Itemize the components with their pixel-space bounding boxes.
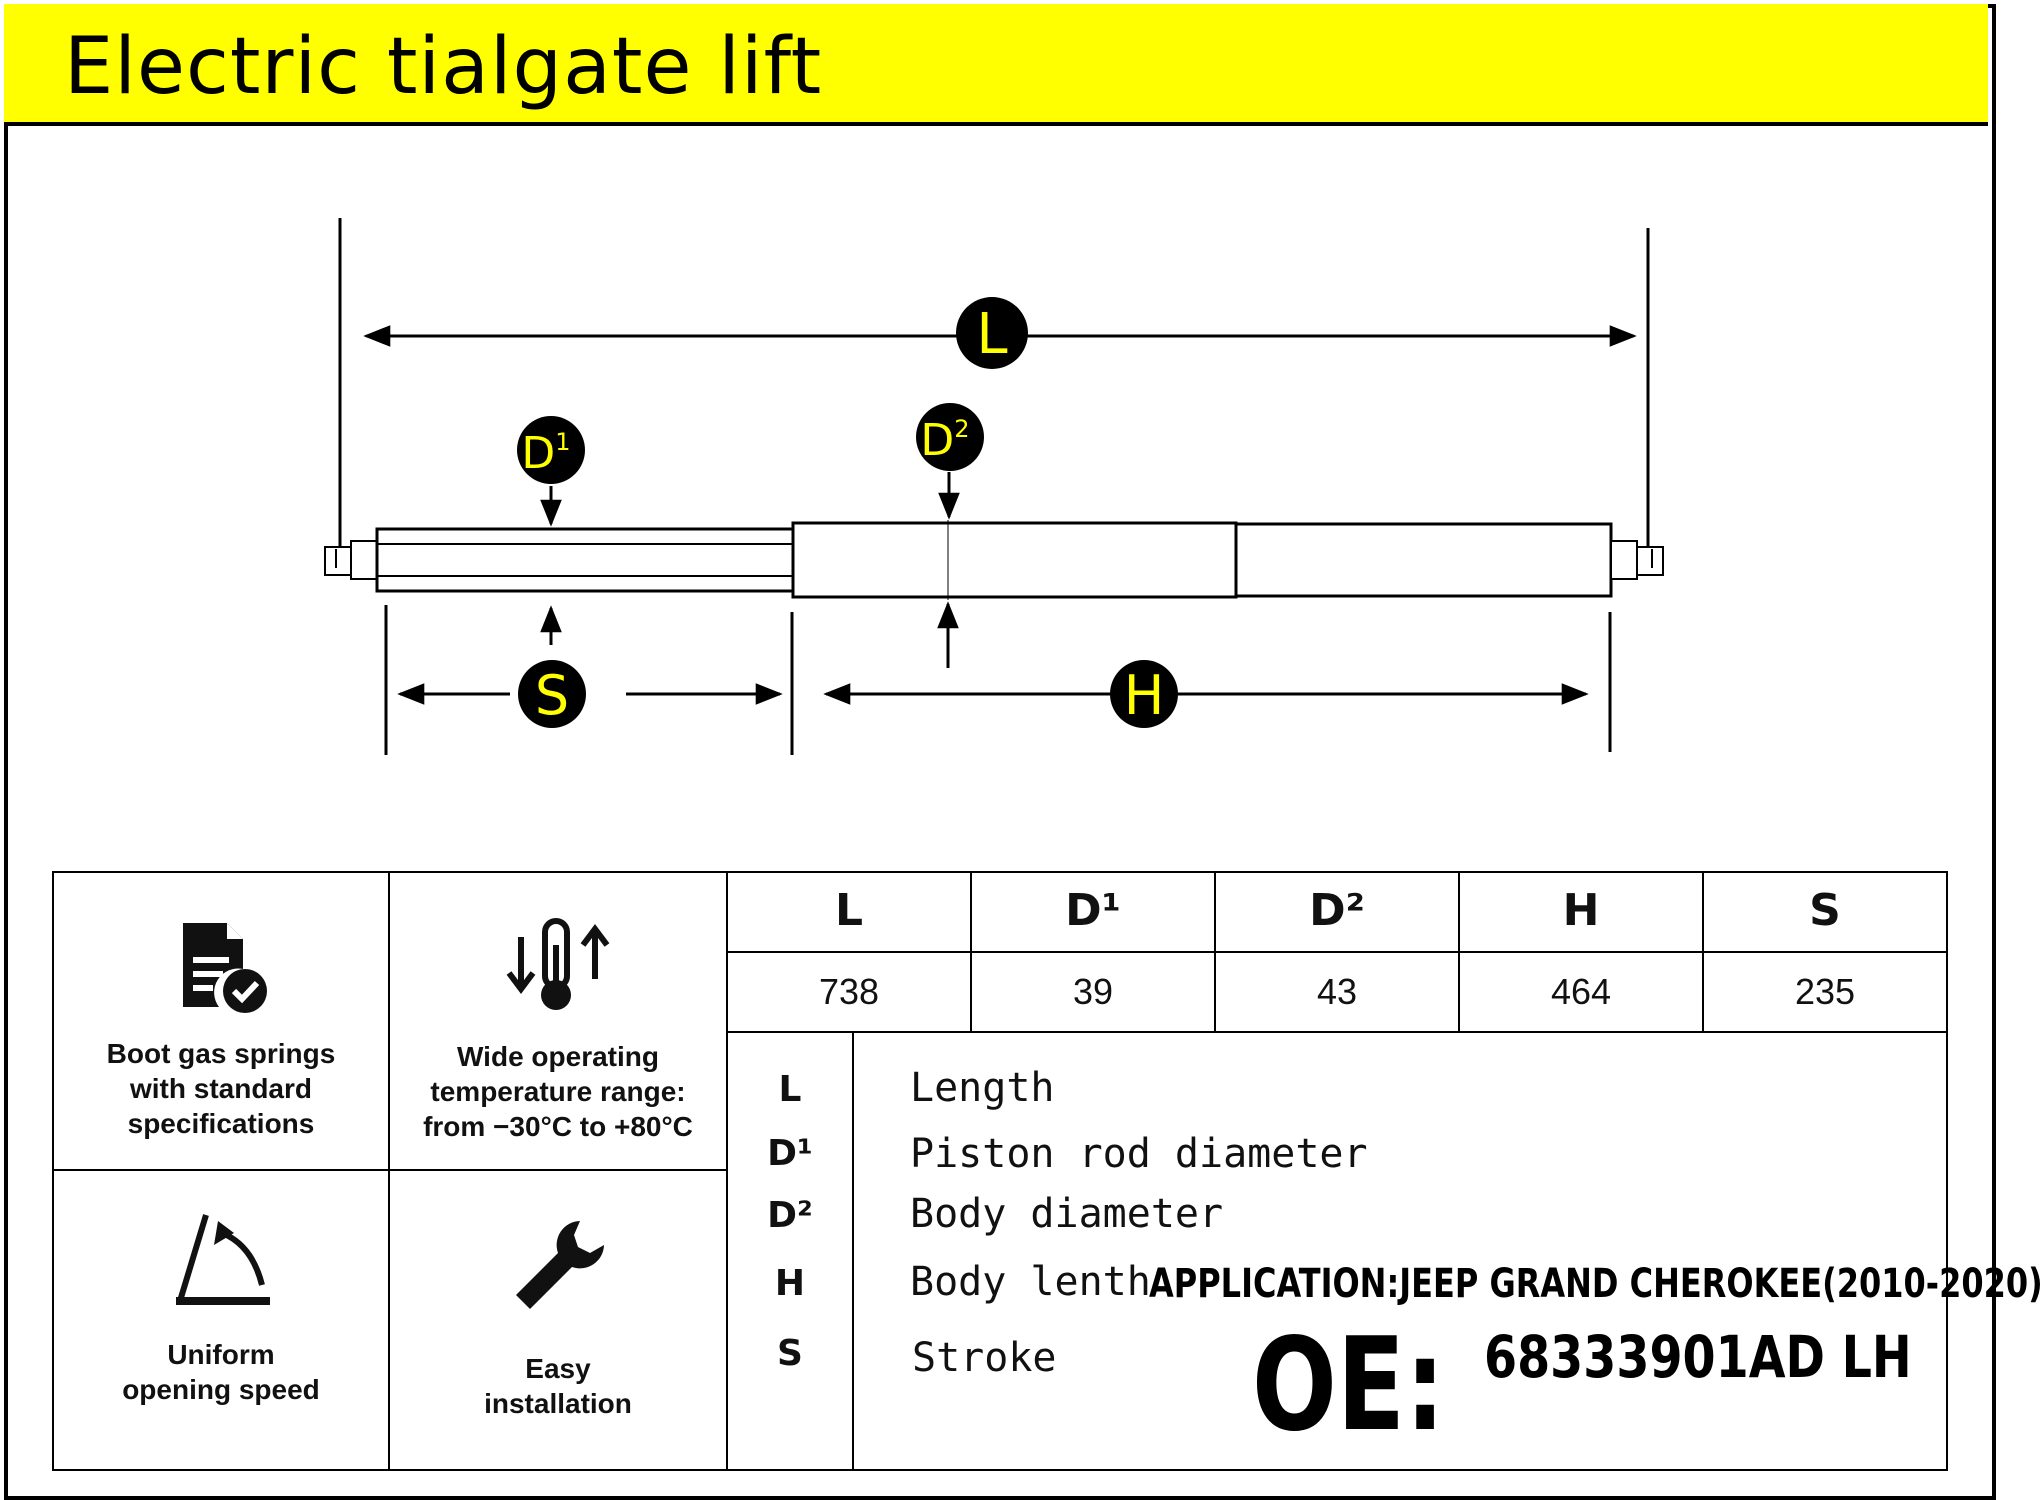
d2-label: D2 <box>920 415 969 466</box>
legend-desc-stroke: Stroke <box>912 1335 1057 1381</box>
spec-value-d2: 43 <box>1316 971 1358 1012</box>
thermometer-icon <box>506 918 610 1010</box>
l-label: L <box>976 302 1007 367</box>
header-bar: Electric tialgate lift <box>4 4 1988 126</box>
legend-symbol-d2: D² <box>767 1195 813 1236</box>
legend-desc-piston-rod: Piston rod diameter <box>910 1131 1368 1177</box>
spec-value-h: 464 <box>1550 971 1612 1012</box>
spec-value-d1: 39 <box>1072 971 1114 1012</box>
spec-value-l: 738 <box>818 971 880 1012</box>
right-end-fitting <box>1610 540 1664 580</box>
legend-symbol-h: H <box>774 1263 806 1304</box>
oe-label: OE: <box>1252 1311 1446 1460</box>
page-title: Electric tialgate lift <box>64 22 823 112</box>
legend-desc-length: Length <box>910 1065 1055 1111</box>
feature-label: Boot gas springs with standard specifica… <box>106 1038 336 1139</box>
h-label: H <box>1124 664 1165 727</box>
spec-header-s: S <box>1809 885 1841 936</box>
piston-rod <box>375 527 797 593</box>
d1-label-circle <box>517 416 585 484</box>
spec-panel: Boot gas springs with standard specifica… <box>52 871 2043 1471</box>
spec-value-s: 235 <box>1794 971 1856 1012</box>
legend-symbol-s: S <box>777 1333 803 1374</box>
spring-body-front <box>791 521 1238 599</box>
feature-cell-standard: Boot gas springs with standard specifica… <box>52 871 390 1171</box>
l-label-circle <box>956 297 1028 369</box>
spec-header-d2: D² <box>1309 885 1365 936</box>
s-label-circle <box>518 660 586 728</box>
legend-description-area <box>852 1031 1948 1471</box>
oe-part-number: 68333901AD LH <box>1484 1323 1912 1391</box>
feature-cell-opening-speed: Uniform opening speed <box>52 1169 390 1471</box>
opening-angle-icon <box>176 1214 270 1305</box>
spec-header-h: H <box>1562 885 1600 936</box>
d2-label-circle <box>916 403 984 471</box>
legend-symbol-d1: D¹ <box>767 1133 813 1174</box>
spring-body-rear <box>1234 522 1613 598</box>
document-check-icon <box>183 923 267 1013</box>
left-end-fitting <box>324 540 378 580</box>
feature-cell-installation: Easy installation <box>388 1169 728 1471</box>
feature-cell-temperature: Wide operating temperature range: from −… <box>388 871 728 1171</box>
legend-desc-body-diameter: Body diameter <box>910 1191 1224 1237</box>
feature-label: Easy installation <box>484 1353 632 1419</box>
application-text: APPLICATION:JEEP GRAND CHEROKEE(2010-202… <box>1149 1261 2043 1307</box>
spec-header-l: L <box>834 885 864 936</box>
h-label-circle <box>1110 660 1178 728</box>
wrench-icon <box>516 1221 604 1309</box>
feature-label: Wide operating temperature range: from −… <box>423 1041 693 1142</box>
spec-header-d1: D¹ <box>1065 885 1121 936</box>
page-frame <box>4 4 1996 1500</box>
gas-spring-diagram: L D1 D2 S H <box>324 218 1664 755</box>
d1-label: D1 <box>521 428 570 479</box>
legend-symbol-l: L <box>778 1069 802 1110</box>
feature-label: Uniform opening speed <box>122 1339 320 1405</box>
legend-desc-body-length: Body lenth <box>910 1259 1151 1305</box>
gas-spring <box>324 521 1664 599</box>
s-label: S <box>535 664 569 727</box>
